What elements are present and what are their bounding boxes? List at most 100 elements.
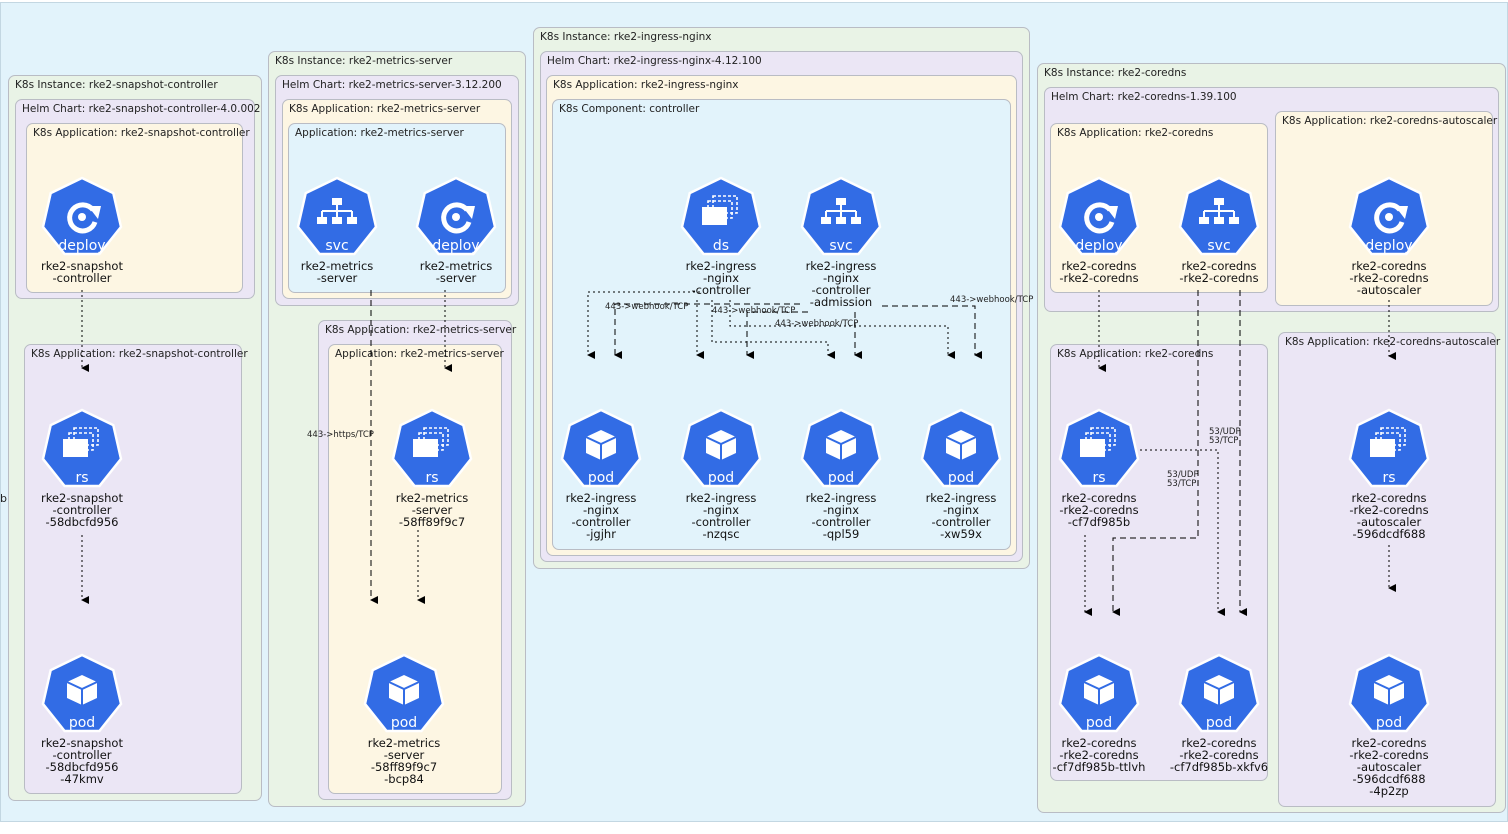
k8s-application-coredns-autoscaler: K8s Application: rke2-coredns-autoscaler xyxy=(1275,111,1497,306)
node-kind-label: rs xyxy=(425,470,438,486)
node-label: rke2-metrics -server -58ff89f9c7 xyxy=(395,491,469,529)
box-label: K8s Application: rke2-ingress-nginx xyxy=(553,79,739,91)
edge-ing-ds-pod4 xyxy=(729,300,955,359)
pod-icon: pod xyxy=(800,408,882,488)
node-kind-label: deploy xyxy=(1365,238,1412,254)
pod-icon: pod xyxy=(680,408,762,488)
node-kind-label: deploy xyxy=(432,238,479,254)
node-label: rke2-coredns -rke2-coredns xyxy=(1179,259,1259,285)
node-coredns-autoscaler-pod[interactable]: pod rke2-coredns -rke2-coredns -autoscale… xyxy=(1348,653,1430,797)
node-label: rke2-snapshot -controller -58dbcfd956 xyxy=(41,491,123,529)
node-kind-label: pod xyxy=(828,470,854,486)
pod-icon: pod xyxy=(1348,653,1430,733)
node-label: rke2-coredns -rke2-coredns -cf7df985b-tt… xyxy=(1052,736,1146,774)
node-kind-label: deploy xyxy=(58,238,105,254)
replicaset-icon: rs xyxy=(391,408,473,488)
box-label: K8s Component: controller xyxy=(559,103,700,115)
box-label: K8s Application: rke2-coredns-autoscaler xyxy=(1282,115,1498,127)
service-icon: svc xyxy=(800,176,882,256)
node-label: rke2-ingress -nginx -controller -admissi… xyxy=(805,259,877,309)
node-ingress-service[interactable]: svc rke2-ingress -nginx -controller -admi… xyxy=(800,176,882,308)
edge-label-https: 443->https/TCP xyxy=(307,430,374,440)
node-snapshot-deploy[interactable]: deploy rke2-snapshot -controller xyxy=(41,176,123,284)
node-label: rke2-coredns -rke2-coredns -autoscaler -… xyxy=(1349,736,1429,798)
service-icon: svc xyxy=(296,176,378,256)
pod-icon: pod xyxy=(1058,653,1140,733)
pod-icon: pod xyxy=(363,653,445,733)
deploy-icon: deploy xyxy=(1058,176,1140,256)
node-metrics-deploy[interactable]: deploy rke2-metrics -server xyxy=(415,176,497,284)
node-kind-label: pod xyxy=(1376,715,1402,731)
node-kind-label: svc xyxy=(1207,238,1230,254)
box-label: K8s Instance: rke2-snapshot-controller xyxy=(15,79,218,91)
node-label: rke2-snapshot -controller -58dbcfd956 -4… xyxy=(41,736,123,786)
box-label: K8s Instance: rke2-metrics-server xyxy=(275,55,453,67)
box-label: Application: rke2-metrics-server xyxy=(295,127,464,139)
edge-ing-ds-pod1 xyxy=(587,291,700,359)
edge-label-webhook-1: 443->webhook/TCP xyxy=(605,302,688,312)
node-kind-label: pod xyxy=(1086,715,1112,731)
node-coredns-deploy[interactable]: deploy rke2-coredns -rke2-coredns xyxy=(1058,176,1140,284)
box-label: K8s Application: rke2-coredns-autoscaler xyxy=(1285,336,1501,348)
node-label: rke2-ingress -nginx -controller -xw59x xyxy=(925,491,997,541)
edge-ing-svc-pod2 xyxy=(746,311,808,359)
node-label: rke2-coredns -rke2-coredns -cf7df985b-xk… xyxy=(1169,736,1269,774)
deploy-icon: deploy xyxy=(415,176,497,256)
node-kind-label: pod xyxy=(708,470,734,486)
node-ingress-pod-qpl59[interactable]: pod rke2-ingress -nginx -controller -qpl5… xyxy=(800,408,882,540)
node-metrics-replicaset[interactable]: rs rke2-metrics -server -58ff89f9c7 xyxy=(391,408,473,528)
node-kind-label: pod xyxy=(391,715,417,731)
node-coredns-service[interactable]: svc rke2-coredns -rke2-coredns xyxy=(1178,176,1260,284)
service-icon: svc xyxy=(1178,176,1260,256)
node-kind-label: ds xyxy=(713,238,729,254)
edge-ing-svc-pod1 xyxy=(614,303,800,359)
node-label: rke2-coredns -rke2-coredns -cf7df985b xyxy=(1059,491,1139,529)
edge-label-webhook-4: 443->webhook/TCP xyxy=(950,295,1033,305)
node-label: rke2-snapshot -controller xyxy=(41,259,123,285)
replicaset-icon: rs xyxy=(1058,408,1140,488)
node-label: rke2-coredns -rke2-coredns -autoscaler xyxy=(1349,259,1429,297)
node-kind-label: svc xyxy=(325,238,348,254)
box-label: Helm Chart: rke2-ingress-nginx-4.12.100 xyxy=(547,55,762,67)
pod-icon: pod xyxy=(560,408,642,488)
node-kind-label: rs xyxy=(1382,470,1395,486)
box-label: K8s Application: rke2-snapshot-controlle… xyxy=(31,348,248,360)
edge-dns-svc-pod1 xyxy=(1112,290,1199,616)
box-label: Application: rke2-metrics-server xyxy=(335,348,504,360)
box-label: K8s Instance: rke2-ingress-nginx xyxy=(540,31,712,43)
node-kind-label: rs xyxy=(1092,470,1105,486)
edge-dns-rs-pod2 xyxy=(1140,449,1225,616)
edge-ing-ds-pod3 xyxy=(711,300,835,359)
node-kind-label: deploy xyxy=(1075,238,1122,254)
node-coredns-autoscaler-deploy[interactable]: deploy rke2-coredns -rke2-coredns -autosc… xyxy=(1348,176,1430,296)
node-ingress-daemonset[interactable]: ds rke2-ingress -nginx -controller xyxy=(680,176,762,296)
replicaset-icon: rs xyxy=(1348,408,1430,488)
node-label: rke2-ingress -nginx -controller -qpl59 xyxy=(805,491,877,541)
node-label: rke2-ingress -nginx -controller xyxy=(685,259,757,297)
node-label: rke2-ingress -nginx -controller -jgjhr xyxy=(565,491,637,541)
node-coredns-pod-ttlvh[interactable]: pod rke2-coredns -rke2-coredns -cf7df985b… xyxy=(1053,653,1145,773)
node-label: rke2-coredns -rke2-coredns xyxy=(1059,259,1139,285)
pod-icon: pod xyxy=(920,408,1002,488)
node-label: rke2-metrics -server xyxy=(419,259,493,285)
pod-icon: pod xyxy=(1178,653,1260,733)
box-label: K8s Application: rke2-coredns xyxy=(1057,127,1214,139)
node-kind-label: svc xyxy=(829,238,852,254)
node-coredns-replicaset[interactable]: rs rke2-coredns -rke2-coredns -cf7df985b xyxy=(1058,408,1140,528)
box-label: Helm Chart: rke2-metrics-server-3.12.200 xyxy=(282,79,502,91)
daemonset-icon: ds xyxy=(680,176,762,256)
edge-label-udp-1: 53/UDP xyxy=(1209,427,1241,437)
edge-label-udp-2: 53/UDP xyxy=(1167,470,1199,480)
deploy-icon: deploy xyxy=(1348,176,1430,256)
